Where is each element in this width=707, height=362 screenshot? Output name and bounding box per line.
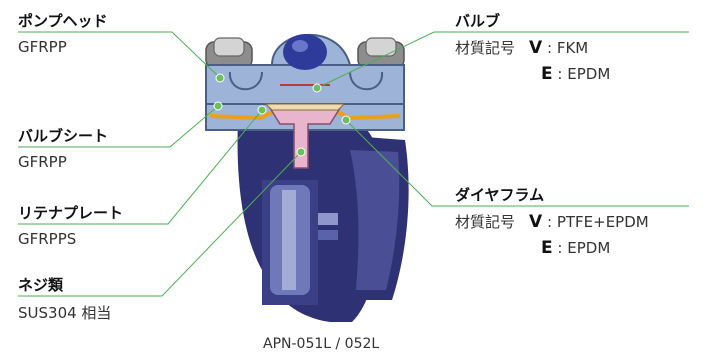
diaphragm-code-letter: V (529, 212, 543, 232)
valve-title: バルブ (455, 12, 501, 30)
valve-code-letter: E (541, 64, 553, 84)
screws (205, 37, 405, 69)
retainer-plate-material: GFRPPS (18, 230, 77, 248)
diaphragm-code-material: PTFE+EPDM (556, 213, 649, 231)
screws-title: ネジ類 (18, 276, 64, 294)
diaphragm-code-sep: : (546, 213, 553, 231)
pump-body (237, 120, 409, 322)
valve-seat-material: GFRPP (18, 153, 67, 171)
diaphragm-code-material: EPDM (567, 239, 611, 257)
valve-seat-title: バルブシート (18, 127, 109, 145)
retainer-plate (264, 103, 346, 169)
pump-head-material: GFRPP (18, 38, 67, 56)
retainer-plate-title: リテナプレート (18, 204, 124, 222)
valve-code-letter: V (529, 38, 543, 58)
diaphragm-code-row-2: E : EPDM (541, 238, 610, 258)
model-caption: APN-051L / 052L (263, 336, 380, 352)
diaphragm-code-row-1: 材質記号 V : PTFE+EPDM (455, 211, 649, 232)
diaphragm-code-label: 材質記号 (455, 213, 516, 231)
valve-code-material: EPDM (567, 65, 611, 83)
diaphragm-code-sep: : (557, 239, 563, 257)
valve-code-sep: : (557, 65, 563, 83)
pump-head-title: ポンプヘッド (18, 12, 108, 30)
valve-code-material: FKM (556, 39, 589, 57)
diaphragm-code-letter: E (541, 238, 553, 258)
valve-code-sep: : (546, 39, 553, 57)
diaphragm-title: ダイヤフラム (455, 186, 545, 204)
leader-lines (18, 31, 689, 297)
valve-code-row-1: 材質記号 V : FKM (455, 37, 588, 58)
valve-code-label: 材質記号 (455, 39, 516, 57)
valve-code-row-2: E : EPDM (541, 64, 610, 84)
leader-dots (213, 73, 351, 157)
screws-material: SUS304 相当 (18, 304, 112, 322)
